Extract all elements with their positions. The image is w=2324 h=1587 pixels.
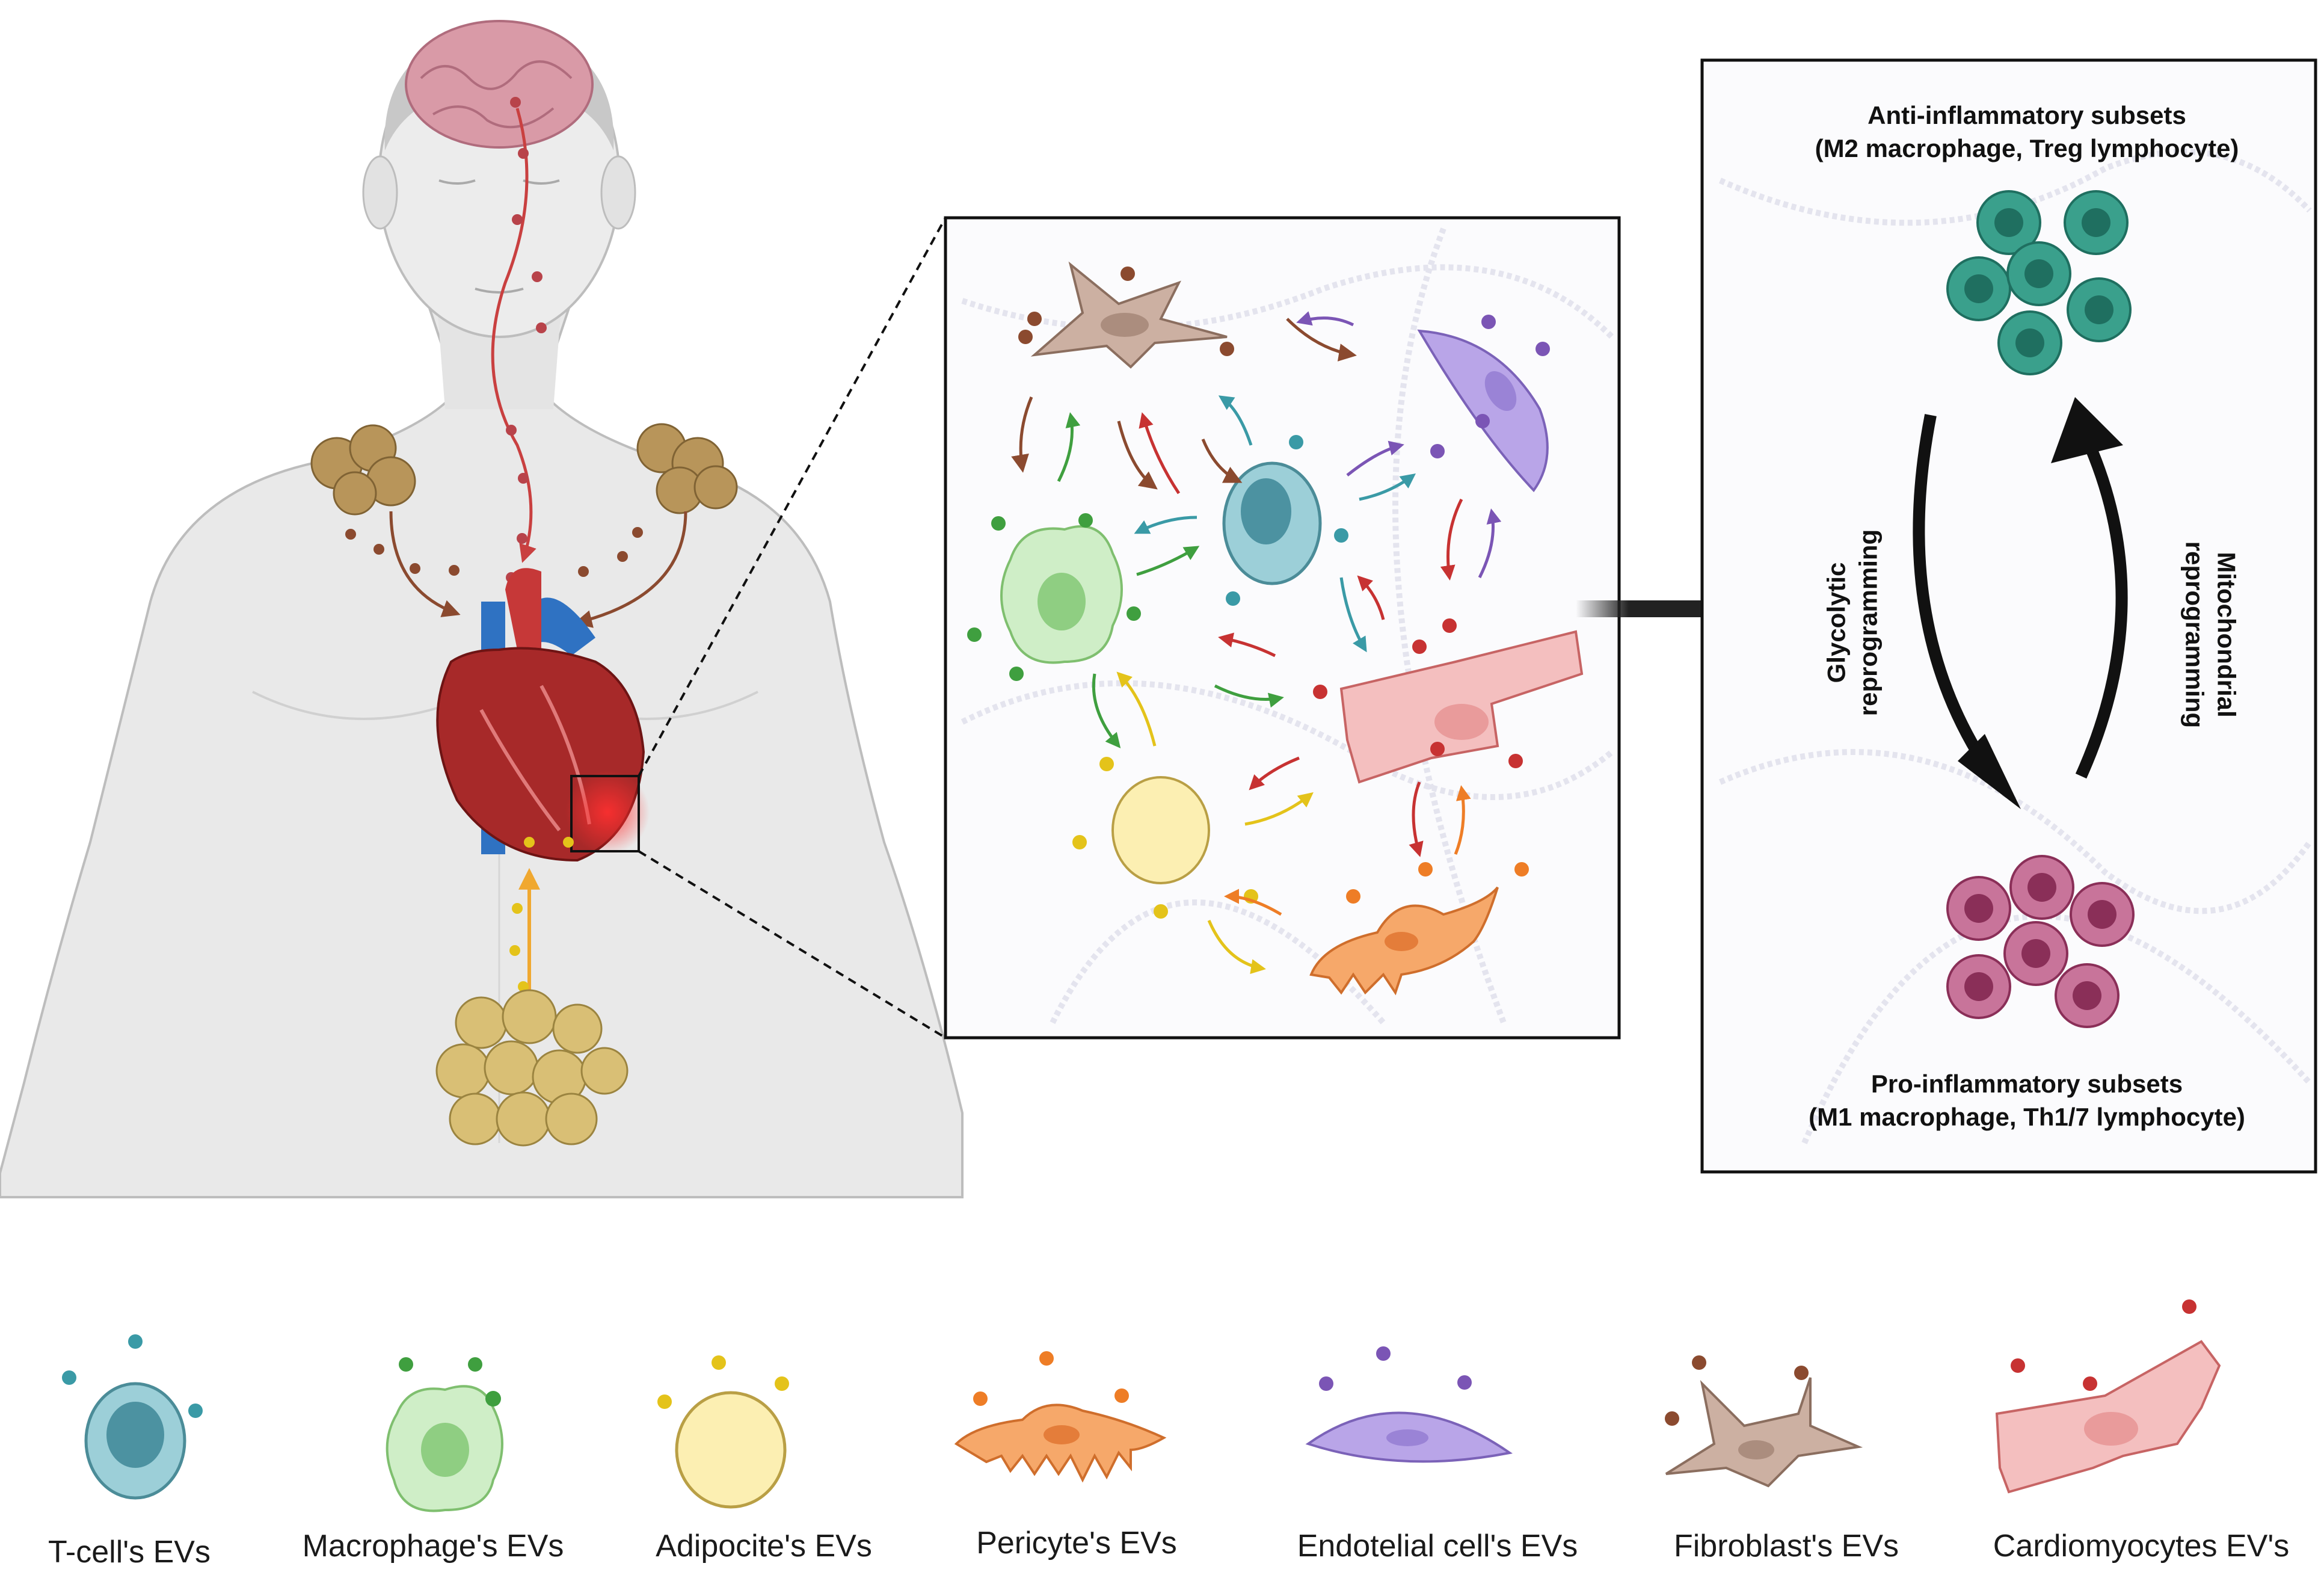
glycolytic-arrow — [1913, 414, 2021, 809]
legend-label-adipocyte: Adipocite's EVs — [656, 1529, 872, 1564]
anti-inflammatory-cell-cluster — [1946, 190, 2132, 375]
fibroblast-cell — [1030, 261, 1228, 369]
macrophage-cell — [1000, 525, 1123, 664]
pro-inflammatory-heading: Pro-inflammatory subsets — [1871, 1070, 2183, 1098]
left-fat-arrow — [389, 511, 461, 617]
legend-label-macrophage: Macrophage's EVs — [302, 1529, 564, 1564]
right-fat-depot-icon — [636, 423, 738, 514]
adipocyte-cell — [1111, 776, 1210, 884]
legend-fibroblast-icon — [1665, 1355, 1863, 1488]
legend-label-cardiomyocyte: Cardiomyocytes EV's — [1993, 1529, 2290, 1564]
zoom-line-bottom — [638, 850, 947, 1039]
left-ear — [362, 155, 398, 230]
heart-zoom-box — [570, 775, 640, 852]
legend-macrophage-icon — [386, 1357, 503, 1512]
glycolytic-reprogramming-label: Glycolytic reprogramming — [1821, 529, 1884, 716]
legend-label-pericyte: Pericyte's EVs — [976, 1526, 1177, 1561]
legend-endothelial-cell-icon — [1305, 1346, 1513, 1463]
endothelial-cell — [1417, 329, 1549, 493]
pro-inflammatory-cell-cluster — [1946, 855, 2135, 1028]
right-fat-arrow — [574, 511, 687, 628]
legend-cardiomyocyte-icon — [1995, 1299, 2221, 1494]
glycolytic-line-1: Glycolytic — [1822, 562, 1851, 683]
legend-label-fibroblast: Fibroblast's EVs — [1673, 1529, 1899, 1564]
pericyte-cell — [1309, 886, 1499, 996]
right-ear — [600, 155, 636, 230]
glycolytic-line-2: reprogramming — [1854, 529, 1882, 716]
center-ev-dots — [967, 267, 1550, 919]
anti-inflammatory-subtitle: (M2 macrophage, Treg lymphocyte) — [1815, 134, 2239, 162]
mitochondrial-arrow — [2051, 397, 2128, 779]
left-eye — [438, 179, 476, 185]
brain-ev-dots — [506, 97, 547, 583]
legend-adipocyte-icon — [657, 1355, 789, 1509]
legend-label-t-cell: T-cell's EVs — [48, 1535, 211, 1570]
brain-to-heart-arrow — [491, 108, 536, 563]
abdominal-ev-dots — [509, 837, 574, 992]
mitochondrial-line-1: Mitochondrial — [2212, 552, 2241, 718]
pro-inflammatory-title: Pro-inflammatory subsets (M1 macrophage,… — [1744, 1068, 2310, 1133]
abdominal-fat-depot-icon — [435, 989, 629, 1147]
brain-icon — [405, 20, 594, 149]
mitochondrial-line-2: reprogramming — [2181, 541, 2209, 729]
heart-icon — [436, 568, 650, 862]
anti-inflammatory-title: Anti-inflammatory subsets (M2 macrophage… — [1744, 99, 2310, 165]
mitochondrial-reprogramming-label: Mitochondrial reprogramming — [2179, 541, 2242, 728]
legend-label-endothelial-cell: Endotelial cell's EVs — [1297, 1529, 1578, 1564]
cardiomyocyte-cell — [1339, 630, 1584, 784]
center-interaction-arrows — [1011, 311, 1502, 975]
legend-t-cell-icon — [62, 1334, 203, 1500]
mouth — [475, 288, 524, 294]
t-cell-cell — [1222, 461, 1322, 585]
anti-inflammatory-heading: Anti-inflammatory subsets — [1868, 101, 2186, 129]
left-fat-depot-icon — [310, 424, 416, 516]
zoom-line-top — [638, 217, 947, 777]
pro-inflammatory-subtitle: (M1 macrophage, Th1/7 lymphocyte) — [1809, 1102, 2245, 1131]
legend-pericyte-icon — [954, 1351, 1167, 1483]
